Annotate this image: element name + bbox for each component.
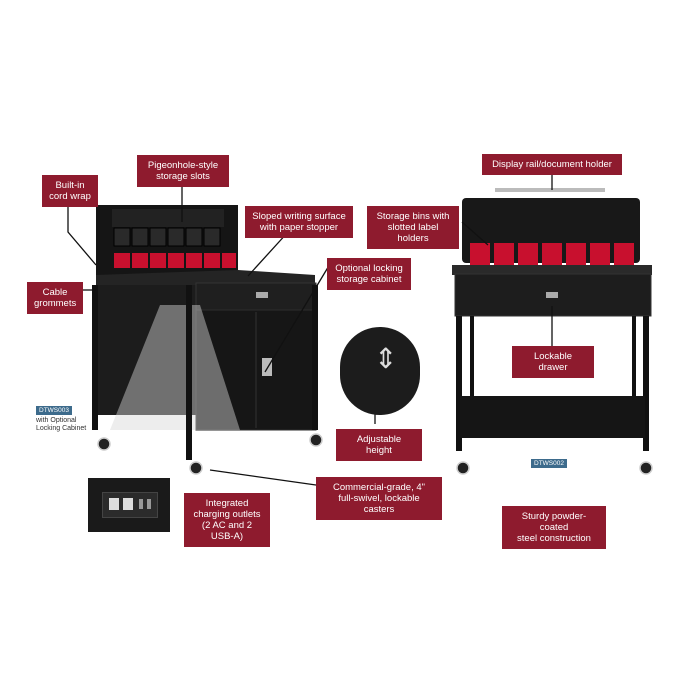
- usb-port-icon: [147, 499, 151, 509]
- callout-sloped-surface: Sloped writing surface with paper stoppe…: [245, 206, 353, 238]
- callout-adjustable-height: Adjustable height: [336, 429, 422, 461]
- callout-display-rail: Display rail/document holder: [482, 154, 622, 175]
- right-workstation: [452, 188, 653, 475]
- callout-powder-coated: Sturdy powder-coated steel construction: [502, 506, 606, 549]
- callout-casters: Commercial-grade, 4" full-swivel, lockab…: [316, 477, 442, 520]
- model-tag-right: DTWS002: [531, 459, 567, 468]
- ac-outlet-icon: [109, 498, 119, 510]
- callout-locking-cabinet: Optional locking storage cabinet: [327, 258, 411, 290]
- model-note-left: with Optional Locking Cabinet: [36, 417, 87, 432]
- ac-outlet-icon: [123, 498, 133, 510]
- callout-lockable-drawer: Lockable drawer: [512, 346, 594, 378]
- adjustable-height-inset: ⇕: [340, 327, 420, 415]
- left-workstation: [92, 205, 323, 475]
- charging-outlets-inset: [88, 478, 170, 532]
- model-tag-left: DTWS003: [36, 406, 72, 415]
- right-red-bins: [470, 243, 634, 267]
- callout-charging-outlets: Integrated charging outlets (2 AC and 2 …: [184, 493, 270, 547]
- left-red-bins: [114, 253, 236, 268]
- height-adjust-arrow-icon: ⇕: [374, 343, 398, 374]
- outlet-plate: [102, 492, 158, 518]
- leader-lines: [67, 172, 553, 487]
- usb-port-icon: [139, 499, 143, 509]
- callout-storage-bins: Storage bins with slotted label holders: [367, 206, 459, 249]
- callout-pigeonhole-storage: Pigeonhole-style storage slots: [137, 155, 229, 187]
- callout-cable-grommets: Cable grommets: [27, 282, 83, 314]
- callout-cord-wrap: Built-in cord wrap: [42, 175, 98, 207]
